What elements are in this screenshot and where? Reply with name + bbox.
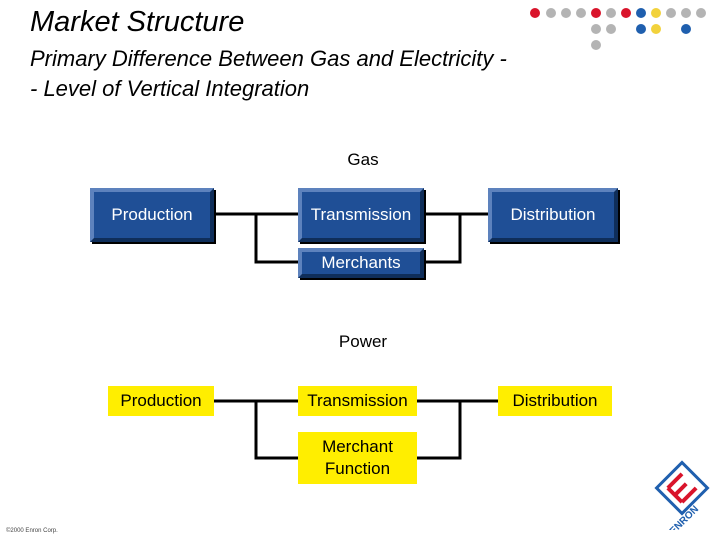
power-merchant-label-line2: Function [324, 459, 391, 478]
copyright-footer: ©2000 Enron Corp. [6, 528, 58, 534]
power-transmission-box: Transmission [298, 386, 417, 416]
gas-production-label: Production [111, 205, 193, 224]
power-distribution-label: Distribution [512, 391, 598, 410]
gas-merchants-label: Merchants [321, 253, 401, 272]
gas-merchants-box: Merchants [298, 248, 424, 278]
gas-transmission-label: Transmission [310, 205, 412, 224]
gas-production-box: Production [90, 188, 214, 242]
power-transmission-label: Transmission [307, 391, 408, 410]
power-merchant-label-line1: Merchant [322, 437, 393, 456]
power-production-box: Production [108, 386, 214, 416]
power-production-label: Production [120, 391, 202, 410]
gas-distribution-label: Distribution [510, 205, 596, 224]
gas-distribution-box: Distribution [488, 188, 618, 242]
decorative-dot-pattern [530, 8, 706, 50]
power-merchant-function-box: Merchant Function [298, 432, 417, 484]
power-distribution-box: Distribution [498, 386, 612, 416]
logo-wordmark: ENRON [668, 504, 701, 530]
power-section-label: Power [338, 332, 388, 351]
enron-logo-icon: ENRON [654, 460, 710, 530]
gas-section-label: Gas [347, 150, 379, 169]
gas-transmission-box: Transmission [298, 188, 424, 242]
page-subtitle: Primary Difference Between Gas and Elect… [30, 46, 507, 101]
page-title: Market Structure [30, 6, 245, 38]
